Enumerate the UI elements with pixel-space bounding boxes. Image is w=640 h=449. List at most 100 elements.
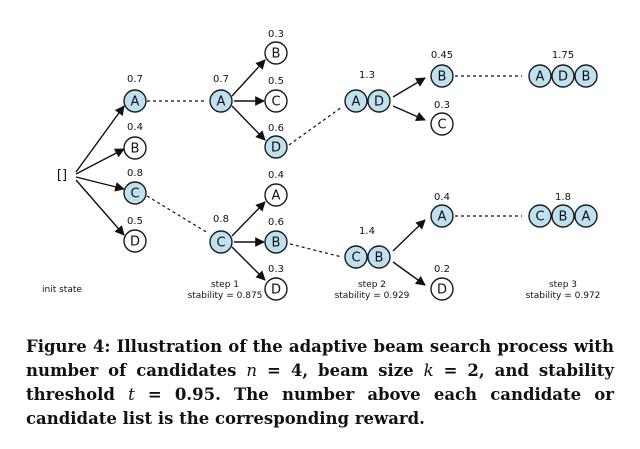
reward-list-CBA: 1.8 bbox=[555, 192, 571, 203]
reward-l1A: 0.7 bbox=[127, 74, 143, 85]
candidate-node-A bbox=[209, 89, 233, 113]
list-AD-item-A bbox=[344, 89, 368, 113]
edge-CB-A bbox=[392, 219, 426, 252]
candidate-label: D bbox=[271, 141, 281, 156]
candidate-node-A bbox=[123, 89, 147, 113]
reward-s1CD: 0.3 bbox=[268, 264, 284, 275]
candidate-label: C bbox=[130, 187, 139, 202]
reward-list-CB: 1.4 bbox=[359, 226, 375, 237]
list-CB-item-C bbox=[344, 245, 368, 269]
reward-s1CA: 0.4 bbox=[268, 170, 284, 181]
reward-s2ADC: 0.3 bbox=[434, 100, 450, 111]
list-item-label: A bbox=[536, 70, 545, 85]
candidate-label: C bbox=[437, 118, 446, 133]
candidate-node-B bbox=[123, 136, 147, 160]
candidate-node-D bbox=[264, 277, 288, 301]
list-CB-item-B bbox=[367, 245, 391, 269]
list-ADB-item-D bbox=[551, 64, 575, 88]
list-CBA-item-C bbox=[528, 204, 552, 228]
beam-search-diagram: [] 0.7 A 0.4 B 0.8 C 0.5 D init state 0.… bbox=[42, 29, 601, 301]
candidate-node-C bbox=[264, 89, 288, 113]
edge-s1C-D bbox=[231, 246, 266, 281]
reward-l1C: 0.8 bbox=[127, 168, 143, 179]
list-item-label: D bbox=[374, 95, 384, 110]
list-CBA-item-B bbox=[551, 204, 575, 228]
candidate-node-B bbox=[264, 41, 288, 65]
candidate-label: C bbox=[216, 236, 225, 251]
reward-s1A: 0.7 bbox=[213, 74, 229, 85]
list-ADB-item-A bbox=[528, 64, 552, 88]
candidate-label: C bbox=[271, 95, 280, 110]
dashed-links bbox=[146, 75, 522, 258]
reward-s1C: 0.8 bbox=[213, 214, 229, 225]
edge-s1A-D bbox=[231, 105, 266, 141]
candidate-node-A bbox=[430, 204, 454, 228]
candidate-node-A bbox=[264, 183, 288, 207]
reward-s2CBA: 0.4 bbox=[434, 192, 450, 203]
candidate-node-D bbox=[430, 277, 454, 301]
list-item-label: A bbox=[582, 210, 591, 225]
list-item-label: B bbox=[559, 210, 568, 225]
list-item-label: B bbox=[375, 251, 384, 266]
edge-root-D bbox=[75, 179, 125, 236]
edge-s1A-B bbox=[231, 59, 266, 97]
step2-group: 1.3 A D 0.45 B 0.3 C 1.4 C B 0.4 A 0.2 D… bbox=[335, 50, 454, 301]
candidate-node-B bbox=[430, 64, 454, 88]
list-AD-item-D bbox=[367, 89, 391, 113]
candidate-node-D bbox=[123, 229, 147, 253]
edge-root-B bbox=[75, 148, 125, 175]
init-state-label: init state bbox=[42, 285, 82, 295]
candidate-node-C bbox=[123, 181, 147, 205]
list-item-label: C bbox=[535, 210, 544, 225]
edge-AD-C bbox=[392, 105, 426, 121]
reward-l1D: 0.5 bbox=[127, 216, 143, 227]
candidate-label: D bbox=[271, 283, 281, 298]
candidate-label: B bbox=[272, 47, 281, 62]
step3-title: step 3 bbox=[549, 280, 577, 290]
edge-s1C-A bbox=[231, 201, 266, 237]
edge-AD-B bbox=[392, 77, 426, 98]
list-item-label: D bbox=[558, 70, 568, 85]
reward-list-ADB: 1.75 bbox=[552, 50, 574, 61]
list-CBA-item-A bbox=[574, 204, 598, 228]
edge-root-A bbox=[75, 105, 125, 173]
list-item-label: B bbox=[582, 70, 591, 85]
step2-title: step 2 bbox=[358, 280, 386, 290]
candidate-node-C bbox=[430, 112, 454, 136]
reward-s2ADB: 0.45 bbox=[431, 50, 453, 61]
candidate-label: B bbox=[438, 70, 447, 85]
step2-stability: stability = 0.929 bbox=[335, 291, 410, 301]
dash-s1CB-to-CB bbox=[289, 243, 343, 258]
reward-s1AC: 0.5 bbox=[268, 76, 284, 87]
candidate-label: A bbox=[217, 95, 226, 110]
dash-C-to-s1C bbox=[146, 195, 209, 234]
figure-caption: Figure 4: Illustration of the adaptive b… bbox=[26, 337, 614, 428]
candidate-label: D bbox=[437, 283, 447, 298]
step3-stability: stability = 0.972 bbox=[526, 291, 601, 301]
reward-s1AD: 0.6 bbox=[268, 123, 284, 134]
root-label: [] bbox=[57, 168, 67, 183]
list-ADB-item-B bbox=[574, 64, 598, 88]
edge-root-C bbox=[75, 176, 125, 192]
candidate-label: B bbox=[272, 236, 281, 251]
candidate-label: D bbox=[130, 235, 140, 250]
step1-group: 0.7 A 0.3 B 0.5 C 0.6 D 0.8 C 0.4 A 0.6 … bbox=[188, 29, 288, 301]
candidate-label: A bbox=[438, 210, 447, 225]
edges bbox=[75, 59, 426, 286]
step1-title: step 1 bbox=[211, 280, 239, 290]
candidate-label: B bbox=[131, 142, 140, 157]
reward-list-AD: 1.3 bbox=[359, 70, 375, 81]
edge-CB-D bbox=[392, 261, 426, 286]
reward-l1B: 0.4 bbox=[127, 122, 143, 133]
reward-s2CBD: 0.2 bbox=[434, 264, 450, 275]
candidate-node-C bbox=[209, 230, 233, 254]
step3-group: 1.75 A D B 1.8 C B A step 3 stability = … bbox=[526, 50, 601, 301]
reward-s1CB: 0.6 bbox=[268, 217, 284, 228]
step1-stability: stability = 0.875 bbox=[188, 291, 263, 301]
candidate-node-B bbox=[264, 230, 288, 254]
level1-candidates: 0.7 A 0.4 B 0.8 C 0.5 D bbox=[123, 74, 147, 253]
reward-s1AB: 0.3 bbox=[268, 29, 284, 40]
candidate-label: A bbox=[272, 189, 281, 204]
candidate-label: A bbox=[131, 95, 140, 110]
candidate-node-D bbox=[264, 135, 288, 159]
